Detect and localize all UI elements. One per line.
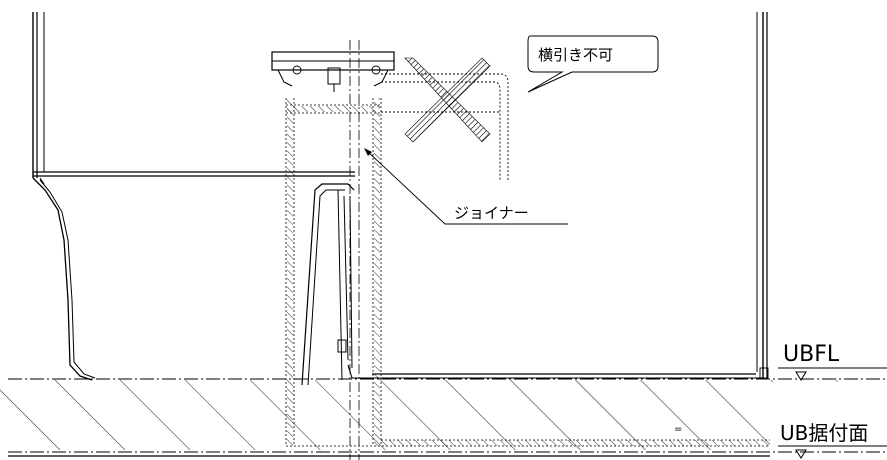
apron-panel — [301, 183, 372, 386]
ubfl-level-marker: UBFL — [778, 342, 887, 381]
joiner-annotation: ジョイナー — [364, 148, 568, 225]
pipe-shaft — [285, 40, 771, 460]
ubfl-label: UBFL — [783, 342, 840, 367]
callout-bubble: 横引き不可 — [527, 35, 659, 93]
faucet-body — [271, 51, 395, 92]
prohibited-x-icon — [404, 57, 491, 143]
ub-base-level-marker: UB据付面 — [778, 421, 887, 459]
right-wall-panel — [756, 12, 769, 379]
joiner-label: ジョイナー — [454, 204, 529, 222]
equal-mark: = — [674, 424, 682, 435]
left-wall-panel — [32, 12, 355, 178]
callout-text: 横引き不可 — [538, 46, 613, 64]
forbidden-route — [381, 73, 509, 180]
floor-pan — [372, 373, 764, 379]
bathtub-profile — [32, 177, 96, 381]
ub-base-label: UB据付面 — [780, 421, 868, 445]
floor-slab: = — [0, 378, 887, 460]
